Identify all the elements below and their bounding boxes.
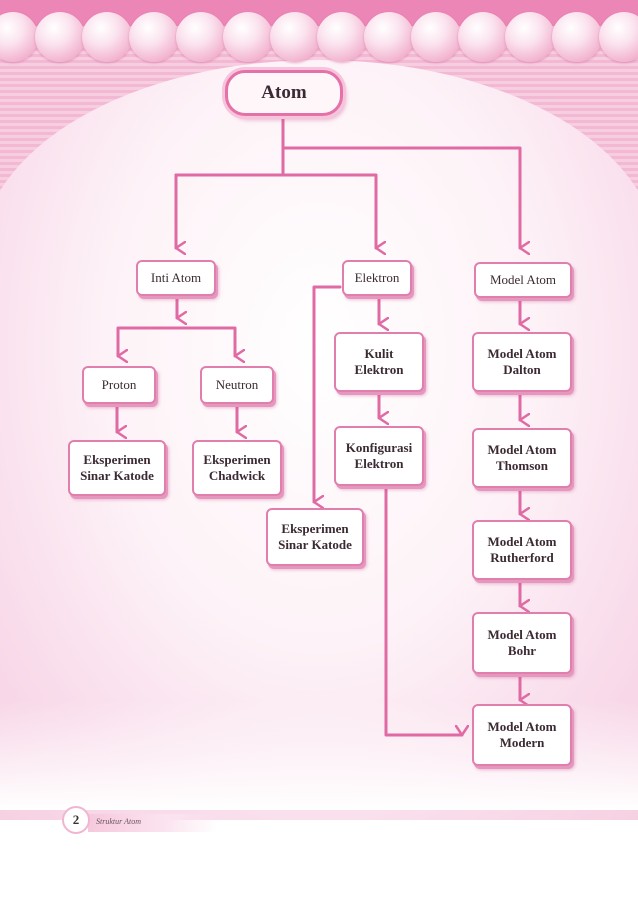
node-kulit-elektron: Kulit Elektron: [334, 332, 424, 392]
node-atom: Atom: [225, 70, 343, 116]
node-eksperimen-chadwick: Eksperimen Chadwick: [192, 440, 282, 496]
node-neutron: Neutron: [200, 366, 274, 404]
node-model-atom-rutherford: Model Atom Rutherford: [472, 520, 572, 580]
pearl-border: [0, 12, 638, 66]
node-eksperimen-sinar-katode-proton: Eksperimen Sinar Katode: [68, 440, 166, 496]
connector-inti-split: [116, 326, 237, 356]
footer-ribbon: [88, 814, 218, 832]
pearl-ornament: [270, 12, 320, 62]
node-model-atom: Model Atom: [474, 262, 572, 298]
pearl-ornament: [82, 12, 132, 62]
pearl-ornament: [317, 12, 367, 62]
node-model-atom-dalton: Model Atom Dalton: [472, 332, 572, 392]
connector-atom-branch: [174, 173, 376, 248]
node-konfigurasi-elektron: Konfigurasi Elektron: [334, 426, 424, 486]
node-model-atom-modern: Model Atom Modern: [472, 704, 572, 766]
pearl-ornament: [129, 12, 179, 62]
pearl-ornament: [176, 12, 226, 62]
pearl-ornament: [458, 12, 508, 62]
node-inti-atom: Inti Atom: [136, 260, 216, 296]
node-model-atom-thomson: Model Atom Thomson: [472, 428, 572, 488]
node-elektron: Elektron: [342, 260, 412, 296]
connector-atom-model: [281, 146, 520, 248]
connector-elektron-sinar: [312, 285, 342, 502]
pearl-ornament: [223, 12, 273, 62]
pearl-ornament: [599, 12, 638, 62]
connector-konfigurasi-modern: [384, 486, 462, 737]
pearl-ornament: [35, 12, 85, 62]
page-number: 2: [62, 806, 90, 834]
pearl-ornament: [411, 12, 461, 62]
node-model-atom-bohr: Model Atom Bohr: [472, 612, 572, 674]
node-eksperimen-sinar-katode-elektron: Eksperimen Sinar Katode: [266, 508, 364, 566]
pearl-ornament: [364, 12, 414, 62]
chapter-title: Struktur Atom: [96, 817, 141, 826]
pearl-ornament: [552, 12, 602, 62]
node-proton: Proton: [82, 366, 156, 404]
pearl-ornament: [505, 12, 555, 62]
